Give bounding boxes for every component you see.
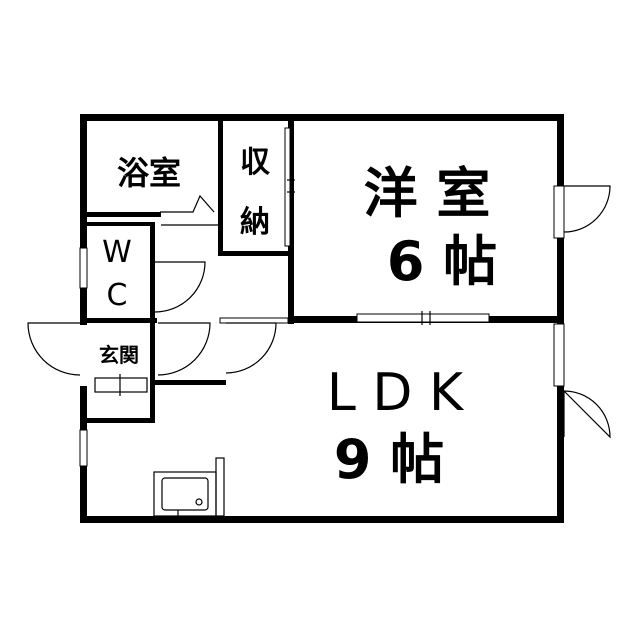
door-entrance-inner <box>157 322 211 376</box>
bath-step <box>160 194 215 213</box>
wall-ldk-step <box>150 380 226 385</box>
label-wc-top: W <box>102 235 132 270</box>
western-window-right <box>553 185 565 239</box>
wall-bath-storage <box>218 118 223 256</box>
label-storage-top: 収 <box>240 145 271 180</box>
wall-left-lower-a <box>80 386 87 430</box>
door-hall <box>225 322 277 374</box>
hall-sliding-door <box>219 317 289 324</box>
door-swings <box>27 185 611 439</box>
label-western-size: 6 帖 <box>387 230 497 293</box>
wall-bath-bottom <box>85 212 161 217</box>
wall-left-upper <box>80 114 87 325</box>
label-storage-bottom: 納 <box>240 205 270 240</box>
label-entrance: 玄関 <box>99 343 139 367</box>
wall-top <box>80 114 564 121</box>
kitchen-partition <box>215 457 225 517</box>
wall-wc-right <box>150 226 155 322</box>
label-wc-bottom: C <box>107 278 128 313</box>
entrance-details <box>94 374 148 396</box>
windows <box>79 127 565 467</box>
wall-bottom <box>80 516 564 523</box>
ldk-window-left <box>79 429 88 467</box>
door-ldk-exterior <box>563 390 611 439</box>
wall-right-middle <box>557 238 564 324</box>
sink-drain <box>195 498 203 506</box>
wall-storage-bottom <box>218 251 294 256</box>
label-western-room: 洋 室 <box>364 162 491 225</box>
entrance-step <box>94 377 148 393</box>
label-bath: 浴室 <box>117 154 181 192</box>
door-front <box>27 322 81 376</box>
door-western-exterior <box>563 185 611 233</box>
wc-window <box>79 247 88 289</box>
wall-entrance-bottom <box>85 418 155 423</box>
western-sliding-door <box>356 313 490 323</box>
wall-entrance-right <box>150 323 155 423</box>
wall-right-bottom <box>557 386 564 523</box>
wall-left-lower-b <box>80 466 87 523</box>
label-ldk-size: 9 帖 <box>334 428 444 491</box>
storage-sliding-door <box>284 127 291 247</box>
room-labels: 浴室 収 納 洋 室 6 帖 W C 玄関 L D K 9 帖 <box>99 145 497 491</box>
kitchen <box>153 457 225 517</box>
wall-right-top <box>557 114 564 186</box>
outer-walls <box>80 114 564 523</box>
wall-wc-bottom <box>85 318 157 323</box>
door-wc <box>154 261 206 313</box>
ldk-window-right <box>553 323 565 387</box>
kitchen-sink <box>161 477 209 511</box>
wall-wc-top <box>85 222 155 226</box>
label-ldk: L D K <box>327 363 465 423</box>
wall-storage-western <box>288 118 294 324</box>
